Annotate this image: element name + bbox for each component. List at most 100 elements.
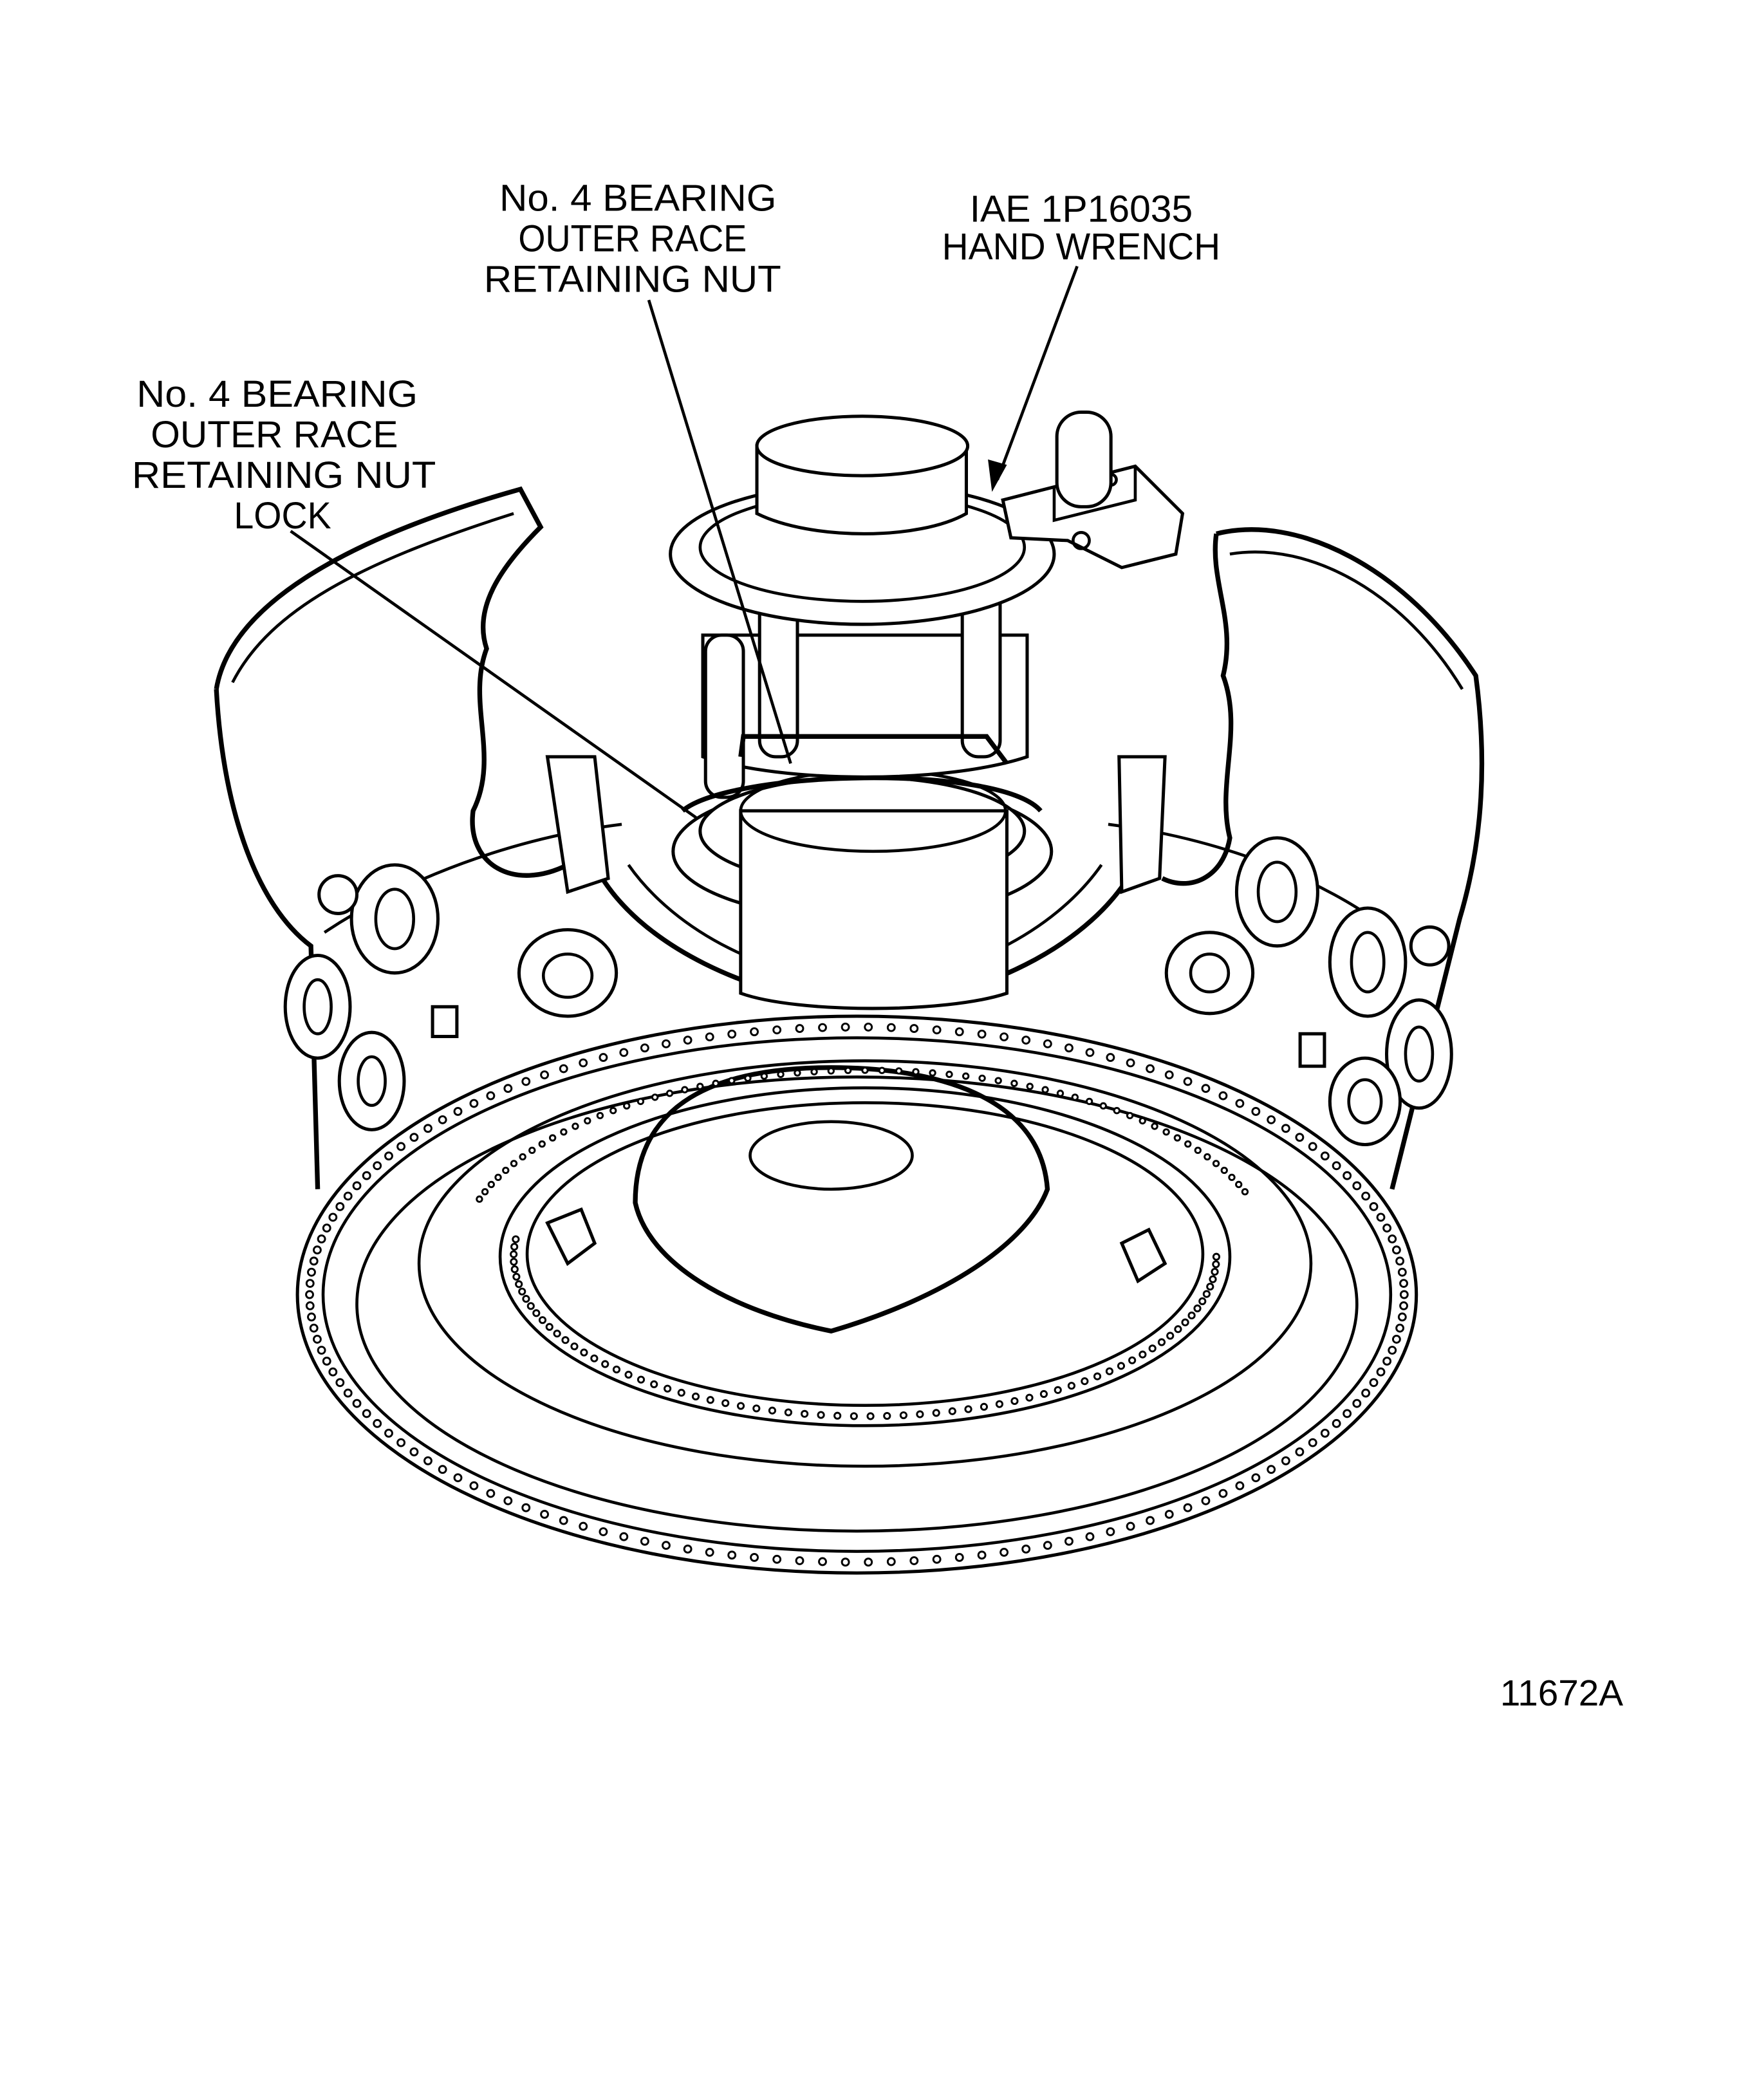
- bolt-hole: [624, 1370, 633, 1379]
- bolt-hole: [932, 1554, 942, 1564]
- bolt-hole: [841, 1557, 850, 1567]
- bolt-hole: [486, 1091, 496, 1101]
- bolt-hole: [335, 1202, 345, 1211]
- bolt-hole: [1126, 1058, 1135, 1068]
- bolt-hole: [651, 1093, 659, 1101]
- bolt-hole: [438, 1465, 447, 1474]
- bolt-hole: [362, 1171, 371, 1180]
- bolt-hole: [1201, 1496, 1211, 1505]
- bolt-hole: [1369, 1378, 1379, 1388]
- bolt-hole: [409, 1447, 419, 1456]
- bolt-hole: [305, 1290, 314, 1299]
- bolt-hole: [637, 1097, 645, 1106]
- bolt-hole: [584, 1117, 591, 1125]
- bolt-hole: [932, 1025, 942, 1035]
- bolt-hole: [510, 1160, 518, 1167]
- arrowhead-hand-wrench: [988, 459, 1007, 492]
- bolt-hole: [683, 1036, 693, 1045]
- bolt-hole: [343, 1388, 353, 1398]
- bolt-hole: [1126, 1111, 1134, 1120]
- bolt-hole: [560, 1128, 568, 1136]
- callout-line: RETAINING NUT: [132, 454, 436, 496]
- bolt-hole: [343, 1191, 353, 1201]
- bolt-hole: [519, 1153, 526, 1161]
- bolt-hole: [681, 1086, 689, 1093]
- bolt-hole: [1026, 1083, 1034, 1090]
- bolt-hole: [736, 1402, 745, 1410]
- bolt-hole: [322, 1223, 331, 1233]
- bolt-hole: [864, 1557, 873, 1567]
- bolt-hole: [844, 1066, 852, 1074]
- leader-retaining-nut-lock: [290, 530, 697, 819]
- bolt-hole: [664, 1384, 672, 1393]
- bolt-hole: [750, 1553, 759, 1562]
- bolt-hole: [559, 1516, 568, 1525]
- bolt-hole: [1332, 1418, 1341, 1428]
- bolt-hole: [1010, 1079, 1018, 1088]
- bolt-hole: [1235, 1481, 1245, 1491]
- bolt-hole: [590, 1354, 599, 1362]
- callout-hand-wrench: IAE 1P16035 HAND WRENCH: [942, 188, 1221, 268]
- bolt-hole: [962, 1072, 970, 1080]
- bolt-hole: [572, 1122, 579, 1130]
- bolt-hole: [864, 1022, 873, 1032]
- bolt-hole: [538, 1316, 547, 1324]
- bolt-hole: [728, 1077, 736, 1084]
- bolt-hole: [396, 1142, 406, 1151]
- bolt-hole: [980, 1402, 989, 1411]
- bolt-hole: [1174, 1325, 1182, 1333]
- bolt-hole: [305, 1279, 315, 1288]
- bolt-hole: [619, 1532, 629, 1541]
- bolt-hole: [396, 1438, 406, 1447]
- bolt-hole: [1021, 1036, 1031, 1045]
- bolt-hole: [1267, 1115, 1276, 1124]
- bolt-hole: [1025, 1393, 1034, 1402]
- bolt-hole: [1376, 1367, 1386, 1377]
- bolt-hole: [1201, 1084, 1211, 1093]
- bolt-hole: [760, 1072, 768, 1080]
- bolt-hole: [545, 1323, 553, 1331]
- bolt-hole: [487, 1180, 495, 1189]
- bolt-hole: [570, 1342, 579, 1351]
- bolt-hole: [317, 1234, 326, 1244]
- bolt-hole: [886, 1023, 896, 1032]
- bolt-hole: [352, 1181, 362, 1191]
- bolt-hole: [909, 1556, 919, 1565]
- bolt-hole: [1397, 1312, 1407, 1322]
- bolt-hole: [528, 1146, 536, 1155]
- bolt-hole: [912, 1068, 920, 1075]
- bolt-hole: [309, 1323, 319, 1333]
- bolt-hole: [373, 1418, 382, 1428]
- callout-line: OUTER RACE: [151, 414, 398, 456]
- bolt-hole: [801, 1409, 809, 1418]
- bolt-hole: [772, 1025, 782, 1035]
- bolt-hole: [553, 1330, 561, 1338]
- bolt-hole: [1081, 1377, 1089, 1386]
- bolt-hole: [768, 1406, 777, 1415]
- bolt-hole: [1391, 1334, 1401, 1344]
- bolt-hole: [1194, 1146, 1202, 1155]
- bolt-hole: [954, 1553, 964, 1562]
- bolt-hole: [1139, 1350, 1147, 1359]
- bolt-hole: [727, 1550, 737, 1560]
- bolt-hole: [977, 1029, 987, 1039]
- bolt-hole: [1106, 1527, 1115, 1536]
- bolt-hole: [1183, 1077, 1193, 1086]
- bolt-hole: [515, 1280, 523, 1288]
- bolt-hole: [683, 1545, 693, 1554]
- bolt-hole: [1085, 1532, 1095, 1541]
- bolt-hole: [1343, 1171, 1352, 1180]
- bolt-hole: [540, 1510, 550, 1519]
- bolt-hole: [1295, 1447, 1305, 1456]
- bolt-hole: [453, 1473, 463, 1483]
- bolt-hole: [538, 1140, 546, 1148]
- bolt-hole: [677, 1388, 685, 1397]
- bolt-hole: [1106, 1053, 1115, 1063]
- callout-retaining-nut-lock: No. 4 BEARING OUTER RACE RETAINING NUT L…: [132, 373, 436, 537]
- callout-line: No. 4 BEARING: [499, 178, 776, 219]
- bolt-hole: [995, 1400, 1004, 1408]
- bolt-hole: [1332, 1161, 1341, 1171]
- bolt-hole: [1157, 1338, 1166, 1346]
- lower-flange: [295, 1014, 1418, 1575]
